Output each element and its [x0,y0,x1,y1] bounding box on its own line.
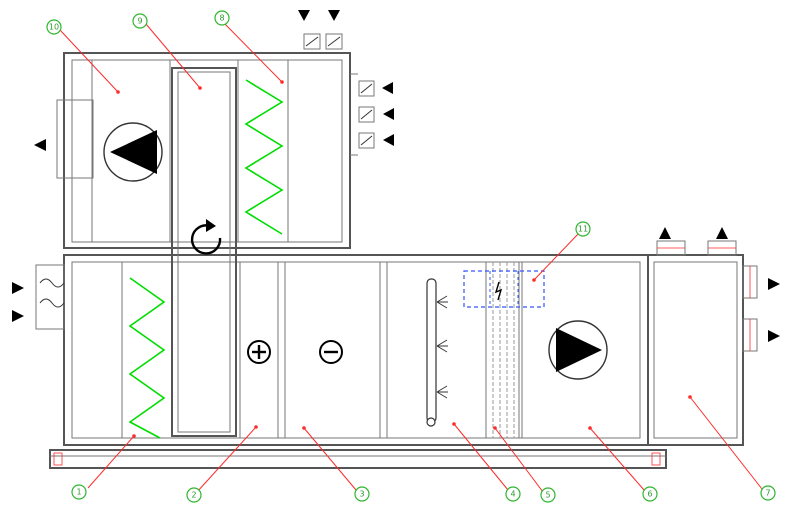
component-markers: 1 2 3 4 5 6 7 8 9 10 11 [46,10,776,503]
component-marker-circle [642,486,658,502]
component-marker-1: 1 [71,484,87,500]
exhaust-fan-icon [103,122,163,182]
component-marker-3: 3 [354,486,370,502]
component-number: 8 [219,14,224,23]
top-stubs [656,240,758,352]
component-marker-circle [214,10,230,26]
heater-icon [247,340,271,364]
component-marker-11: 11 [575,221,591,237]
filter-icon [485,262,520,438]
component-marker-circle [354,486,370,502]
component-marker-8: 8 [214,10,230,26]
component-number: 1 [76,488,81,497]
component-number: 10 [49,23,59,32]
component-marker-10: 10 [46,19,62,35]
component-marker-5: 5 [540,487,556,503]
sensor-box [463,270,545,308]
base-frame [49,449,667,469]
lower-section [63,254,744,446]
exhaust-coil-icon [244,79,284,235]
leader-lines [59,20,763,493]
component-number: 4 [510,490,515,499]
inlet-damper-icon [35,264,65,330]
component-marker-9: 9 [132,13,148,29]
component-marker-6: 6 [642,486,658,502]
component-number: 2 [191,491,196,500]
component-number: 9 [137,17,142,26]
damper-icon [303,33,375,156]
heat-recovery-wheel-icon [171,67,237,437]
supply-filter-icon [128,277,166,439]
humidifier-icon [426,278,448,427]
component-marker-circle [505,486,521,502]
component-marker-circle [132,13,148,29]
outlet-plenum [647,254,744,446]
component-marker-circle [71,484,87,500]
component-number: 7 [765,489,770,498]
component-number: 5 [545,491,550,500]
component-marker-circle [540,487,556,503]
component-marker-circle [575,221,591,237]
component-marker-circle [760,485,776,501]
component-marker-2: 2 [186,487,202,503]
component-number: 6 [647,490,652,499]
exhaust-flange [56,99,94,179]
component-marker-4: 4 [505,486,521,502]
upper-section [56,52,351,249]
component-marker-7: 7 [760,485,776,501]
supply-fan-icon [548,320,608,380]
component-number: 3 [359,490,364,499]
component-marker-circle [186,487,202,503]
component-number: 11 [578,225,588,234]
arrow-icon [12,10,780,342]
component-marker-circle [46,19,62,35]
cooler-icon [319,340,343,364]
